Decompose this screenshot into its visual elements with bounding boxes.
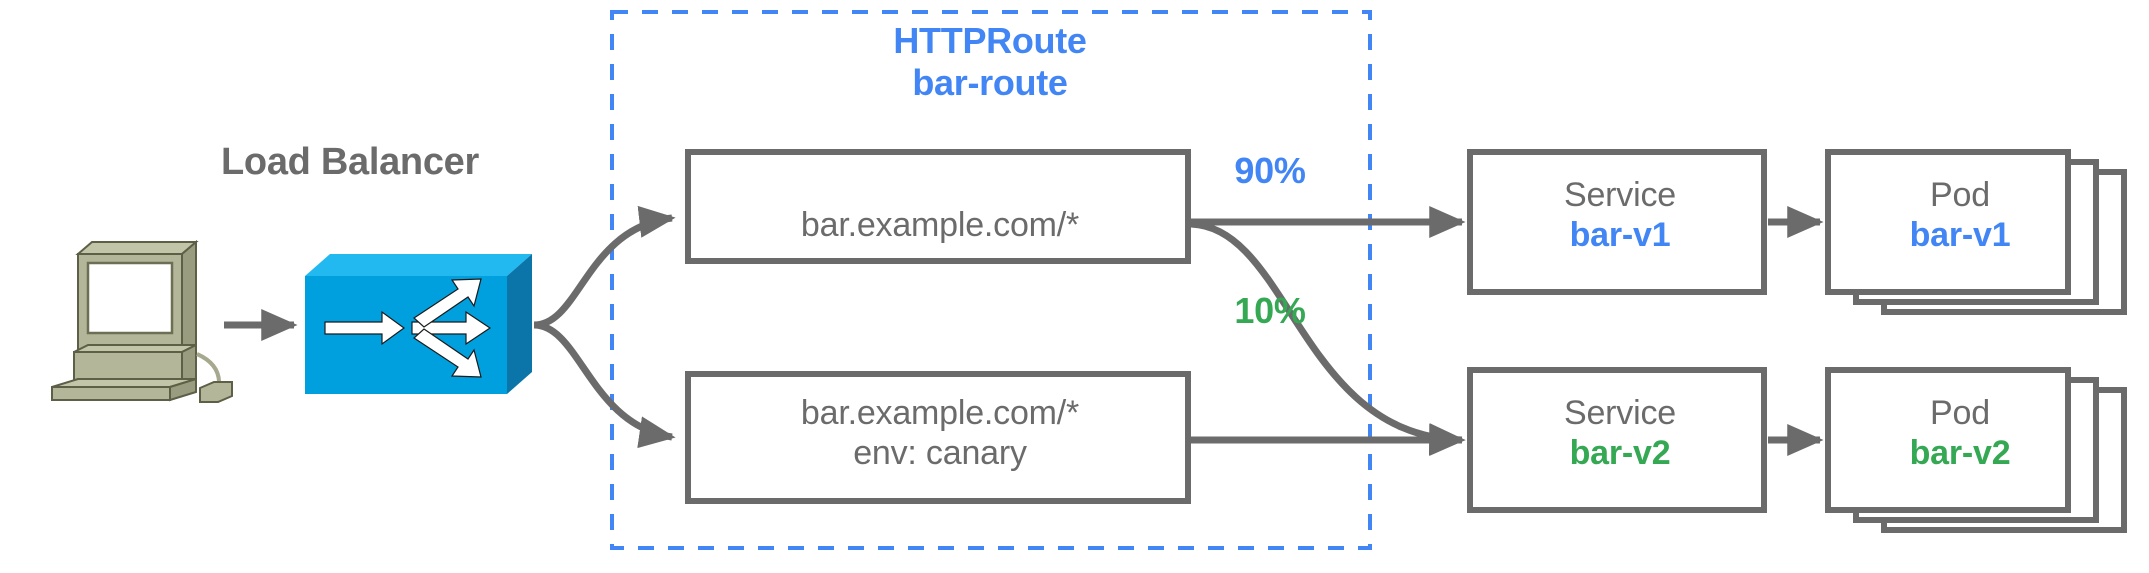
- service-box-bar-v1[interactable]: [1467, 149, 1767, 295]
- edge-lb-to-rule-2: [533, 321, 676, 449]
- pod-name-label: bar-v2: [1909, 434, 2011, 473]
- pod-replica-1: [1825, 149, 2071, 295]
- pod-bar-v1-label: Pod bar-v1: [1830, 175, 2090, 255]
- httproute-group-boundary: [610, 10, 1372, 550]
- httproute-kind-label: HTTPRoute: [893, 20, 1087, 61]
- route-rule-2-line-2: env: canary: [853, 434, 1027, 473]
- pod-kind-label: Pod: [1930, 176, 1990, 214]
- route-rule-1-line-1: bar.example.com/*: [800, 206, 1080, 244]
- weight-label-10: 10%: [1234, 290, 1306, 331]
- edge-lb-to-rule-1: [533, 205, 676, 329]
- pod-kind-label: Pod: [1930, 394, 1990, 432]
- service-kind-label: Service: [1564, 176, 1676, 214]
- network-switch-icon: [305, 254, 532, 394]
- route-rule-box-2[interactable]: [685, 371, 1191, 504]
- desktop-computer-icon: [51, 239, 233, 403]
- route-rule-box-1[interactable]: [685, 149, 1191, 264]
- service-kind-label: Service: [1564, 394, 1676, 432]
- service-bar-v2-label: Service bar-v2: [1470, 393, 1770, 473]
- route-rule-2-line-1: bar.example.com/*: [800, 394, 1080, 432]
- weight-label-90: 90%: [1234, 150, 1306, 191]
- pod-replica-1: [1825, 367, 2071, 513]
- service-name-label: bar-v1: [1569, 216, 1671, 255]
- pod-bar-v2-label: Pod bar-v2: [1830, 393, 2090, 473]
- load-balancer-caption: Load Balancer: [221, 141, 479, 183]
- route-rule-2-label: bar.example.com/* env: canary: [690, 393, 1190, 473]
- httproute-name-label: bar-route: [912, 62, 1068, 104]
- pod-stack-bar-v1[interactable]: [1825, 149, 2127, 315]
- edge-rule1-to-svc-v2: [1190, 220, 1466, 456]
- service-name-label: bar-v2: [1569, 434, 1671, 473]
- pod-stack-bar-v2[interactable]: [1825, 367, 2127, 533]
- route-rule-1-label: bar.example.com/*: [690, 205, 1190, 245]
- service-box-bar-v2[interactable]: [1467, 367, 1767, 513]
- service-bar-v1-label: Service bar-v1: [1470, 175, 1770, 255]
- pod-name-label: bar-v1: [1909, 216, 2011, 255]
- httproute-group-title: HTTPRoute bar-route: [830, 20, 1150, 105]
